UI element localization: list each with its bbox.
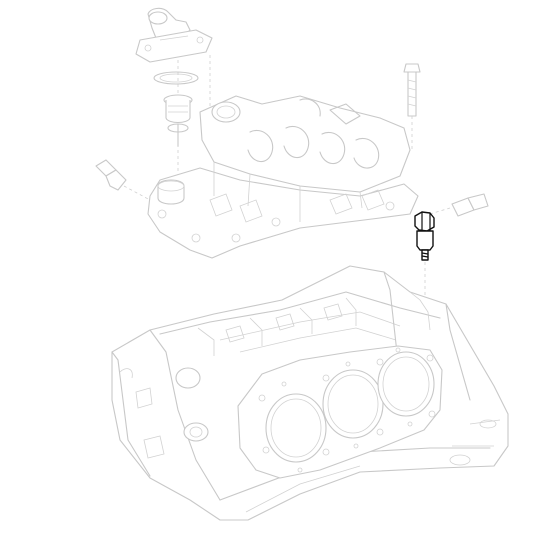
oil-pressure-sender-icon xyxy=(414,211,435,261)
manifold-bolt-icon xyxy=(403,63,421,117)
thermostat-housing-icon xyxy=(135,7,213,63)
intake-manifold-icon xyxy=(147,95,419,259)
temperature-sensor-icon xyxy=(95,159,151,201)
thermostat-gasket-icon xyxy=(153,71,199,85)
thermostat-icon xyxy=(163,94,193,147)
head-gasket-icon xyxy=(237,345,443,479)
small-plug-icon xyxy=(429,193,489,217)
